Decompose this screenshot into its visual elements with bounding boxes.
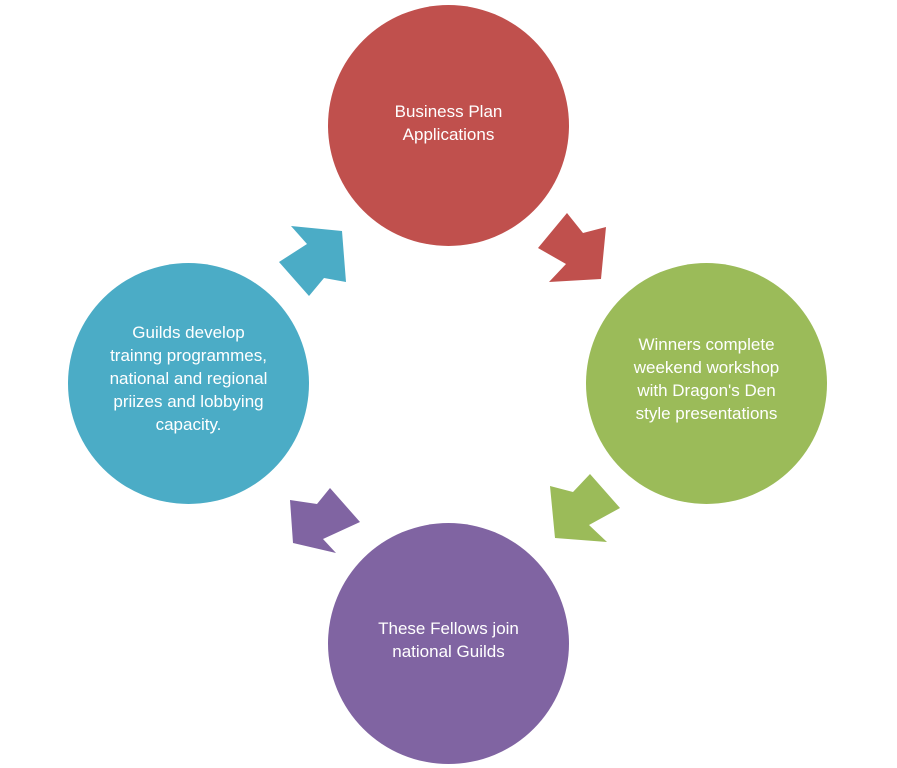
cycle-step-workshop: Winners complete weekend workshop with D… — [586, 263, 827, 504]
cycle-step-label: Business Plan Applications — [394, 101, 503, 144]
arrow-to-step-2 — [538, 213, 606, 282]
arrow-to-step-4 — [290, 488, 360, 553]
arrow-to-step-3 — [550, 474, 620, 542]
cycle-step-business-plan: Business Plan Applications — [328, 5, 569, 246]
cycle-step-label: Winners complete weekend workshop with D… — [633, 334, 780, 423]
cycle-step-join-guilds: These Fellows join national Guilds — [328, 523, 569, 764]
cycle-step-guilds-develop: Guilds develop trainng programmes, natio… — [68, 263, 309, 504]
cycle-step-label: Guilds develop trainng programmes, natio… — [109, 323, 268, 434]
arrow-to-step-1 — [279, 226, 346, 296]
cycle-step-label: These Fellows join national Guilds — [378, 618, 519, 661]
